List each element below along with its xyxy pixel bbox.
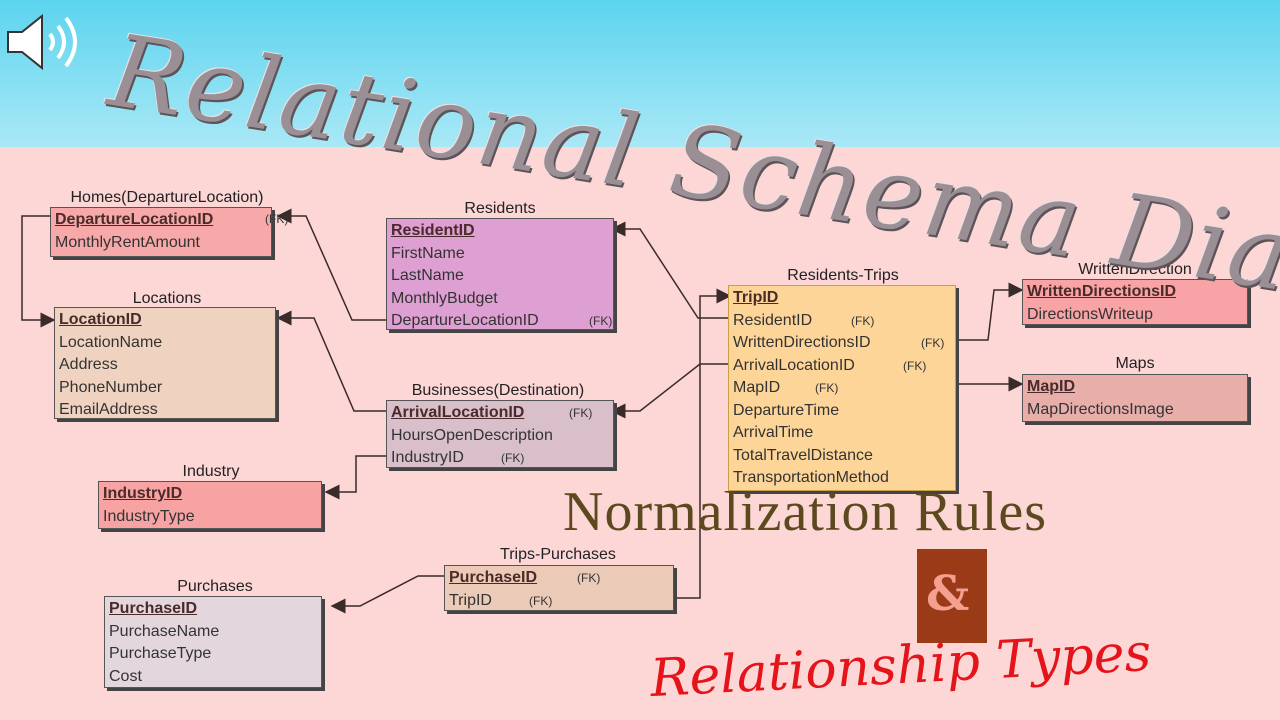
- field-arrivallocationid: ArrivalLocationID (FK): [733, 355, 951, 378]
- field-label: DepartureLocationID: [391, 312, 539, 329]
- ampersand: &: [926, 566, 970, 622]
- connector-businesses-industry: [324, 455, 386, 500]
- field-label: PurchaseID: [449, 569, 538, 586]
- connector-businesses-locations: [276, 310, 386, 412]
- field-label: ResidentID: [733, 311, 813, 329]
- table-title-locations: Locations: [132, 290, 202, 307]
- connector-residents-homes: [276, 208, 386, 321]
- field-purchaseid: PurchaseID (FK): [449, 567, 669, 590]
- field-mapid: MapID (FK): [733, 377, 951, 400]
- field-directionswriteup: DirectionsWriteup: [1027, 305, 1153, 323]
- field-address: Address: [59, 356, 118, 373]
- field-residentid: ResidentID (FK): [733, 310, 951, 333]
- field-label: ArrivalLocationID: [733, 356, 855, 374]
- field-departuretime: DepartureTime: [733, 401, 840, 419]
- connector-tripspurchases-trips: [674, 288, 732, 599]
- field-tripid: TripID (FK): [449, 590, 669, 613]
- table-maps[interactable]: MapID MapDirectionsImage: [1022, 374, 1248, 422]
- fk-badge: (FK): [529, 593, 553, 608]
- connector-homes-locations: [21, 215, 56, 328]
- field-industrytype: IndustryType: [103, 507, 195, 525]
- field-mapdirectionsimage: MapDirectionsImage: [1027, 400, 1174, 418]
- table-written-directions[interactable]: WrittenDirectionsID DirectionsWriteup: [1022, 279, 1248, 325]
- table-title-homes: Homes(DepartureLocation): [70, 189, 264, 206]
- field-firstname: FirstName: [391, 244, 465, 262]
- table-title-residents: Residents: [464, 200, 536, 217]
- table-title-trips-purchases: Trips-Purchases: [500, 546, 616, 563]
- connector-trips-writtendirections: [956, 282, 1024, 341]
- field-phonenumber: PhoneNumber: [59, 378, 163, 396]
- field-totaltraveldistance: TotalTravelDistance: [733, 446, 873, 464]
- table-industry[interactable]: IndustryID IndustryType: [98, 481, 322, 529]
- field-locationid: LocationID: [59, 311, 142, 328]
- connector-trips-residents: [610, 221, 730, 319]
- table-residents-trips[interactable]: TripID ResidentID (FK) WrittenDirectionsI…: [728, 285, 956, 491]
- field-label: IndustryID: [391, 449, 464, 466]
- field-arrivallocationid: ArrivalLocationID (FK): [391, 402, 609, 425]
- field-departurelocationid: DepartureLocationID: [55, 211, 214, 228]
- fk-badge: (FK): [569, 406, 593, 420]
- field-departurelocationid: DepartureLocationID (FK): [391, 310, 613, 333]
- fk-badge: (FK): [265, 212, 289, 226]
- header-background: [0, 0, 1280, 147]
- field-hoursopendescription: HoursOpenDescription: [391, 426, 553, 444]
- field-monthlybudget: MonthlyBudget: [391, 289, 498, 307]
- normalization-rules-title: Normalization Rules: [563, 481, 1048, 543]
- connector-trips-businesses: [610, 363, 730, 419]
- fk-badge: (FK): [851, 313, 875, 328]
- field-industryid: IndustryID (FK): [391, 447, 609, 470]
- table-locations[interactable]: LocationID LocationName Address PhoneNum…: [54, 307, 276, 419]
- field-residentid: ResidentID: [391, 222, 475, 239]
- field-writtendirectionsid: WrittenDirectionsID (FK): [733, 332, 951, 355]
- table-title-purchases: Purchases: [177, 578, 253, 595]
- field-purchasetype: PurchaseType: [109, 645, 212, 662]
- table-title-maps: Maps: [1115, 355, 1155, 372]
- fk-badge: (FK): [815, 381, 839, 395]
- field-label: MapID: [733, 379, 781, 396]
- field-monthlyrentamount: MonthlyRentAmount: [55, 233, 200, 251]
- field-writtendirectionsid: WrittenDirectionsID: [1027, 283, 1177, 300]
- table-title-written-directions: WrittenDirection: [1078, 261, 1192, 278]
- field-industryid: IndustryID: [103, 485, 183, 502]
- field-lastname: LastName: [391, 267, 464, 284]
- field-mapid: MapID: [1027, 378, 1075, 395]
- field-label: ArrivalLocationID: [391, 404, 525, 421]
- field-purchasename: PurchaseName: [109, 622, 220, 640]
- field-purchaseid: PurchaseID: [109, 600, 198, 617]
- table-purchases[interactable]: PurchaseID PurchaseName PurchaseType Cos…: [104, 596, 322, 688]
- field-label: WrittenDirectionsID: [733, 334, 871, 351]
- field-cost: Cost: [109, 667, 142, 685]
- field-emailaddress: EmailAddress: [59, 401, 158, 418]
- field-label: TripID: [449, 591, 492, 609]
- table-homes[interactable]: DepartureLocationID MonthlyRentAmount (F…: [50, 207, 288, 257]
- fk-badge: (FK): [921, 336, 945, 350]
- connector-tripspurchases-purchases: [330, 575, 446, 614]
- field-transportationmethod: TransportationMethod: [733, 469, 889, 486]
- table-title-industry: Industry: [182, 463, 240, 480]
- fk-badge: (FK): [501, 451, 525, 465]
- table-trips-purchases[interactable]: PurchaseID (FK) TripID (FK): [444, 565, 674, 611]
- field-tripid: TripID: [733, 289, 779, 306]
- fk-badge: (FK): [903, 358, 927, 373]
- table-title-residents-trips: Residents-Trips: [787, 267, 899, 284]
- field-locationname: LocationName: [59, 333, 163, 351]
- table-residents[interactable]: ResidentID FirstName LastName MonthlyBud…: [386, 218, 614, 330]
- speaker-volume-icon[interactable]: [6, 10, 82, 79]
- table-businesses[interactable]: ArrivalLocationID (FK) HoursOpenDescripti…: [386, 400, 614, 468]
- fk-badge: (FK): [577, 571, 601, 585]
- ampersand-box: [917, 549, 987, 643]
- table-title-businesses: Businesses(Destination): [411, 382, 585, 399]
- fk-badge: (FK): [589, 314, 613, 328]
- field-arrivaltime: ArrivalTime: [733, 424, 814, 441]
